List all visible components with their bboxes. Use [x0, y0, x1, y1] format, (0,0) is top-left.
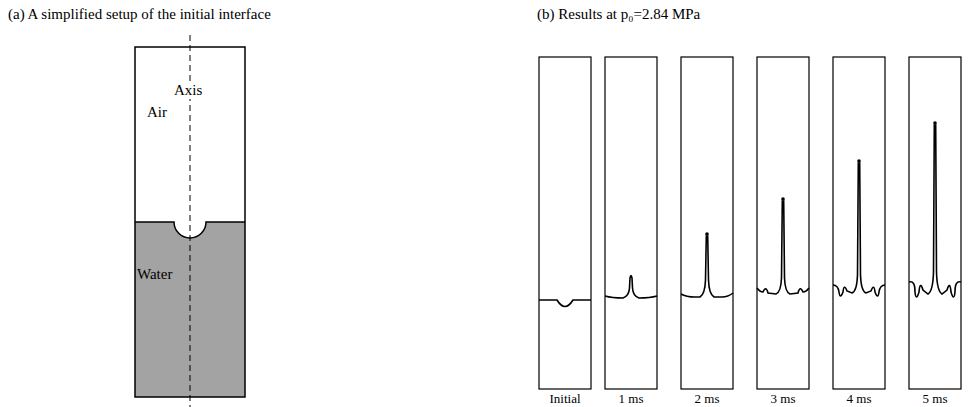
interface-curve: [539, 300, 591, 307]
jet-tip: [857, 159, 861, 163]
jet-tip: [781, 197, 785, 201]
jet-tips: [705, 121, 937, 236]
time-label: Initial: [549, 392, 580, 406]
time-label: 2 ms: [695, 392, 720, 406]
frame: [539, 57, 591, 389]
frame: [757, 57, 809, 389]
frame: [605, 57, 657, 389]
jet-tip: [705, 232, 709, 236]
region-label: Air: [147, 104, 167, 121]
jet-tip: [933, 121, 937, 125]
interface-curve: [833, 163, 885, 296]
frame: [909, 57, 961, 389]
time-label: 5 ms: [923, 392, 948, 406]
region-label: Water: [137, 266, 172, 283]
time-label: 4 ms: [847, 392, 872, 406]
setup-panel: [135, 35, 245, 407]
time-label: 3 ms: [771, 392, 796, 406]
result-frames: [539, 57, 961, 389]
interface-curve: [681, 236, 733, 297]
time-label: 1 ms: [619, 392, 644, 406]
interface-curve: [605, 276, 657, 299]
frame: [681, 57, 733, 389]
interface-curve: [909, 125, 961, 297]
axis-label: Axis: [173, 82, 203, 99]
frame: [833, 57, 885, 389]
panel-title: (a) A simplified setup of the initial in…: [8, 6, 271, 23]
panel-title: (b) Results at p₀=2.84 MPa: [537, 6, 700, 23]
interface-curve: [757, 201, 809, 294]
interfaces: [539, 125, 961, 307]
